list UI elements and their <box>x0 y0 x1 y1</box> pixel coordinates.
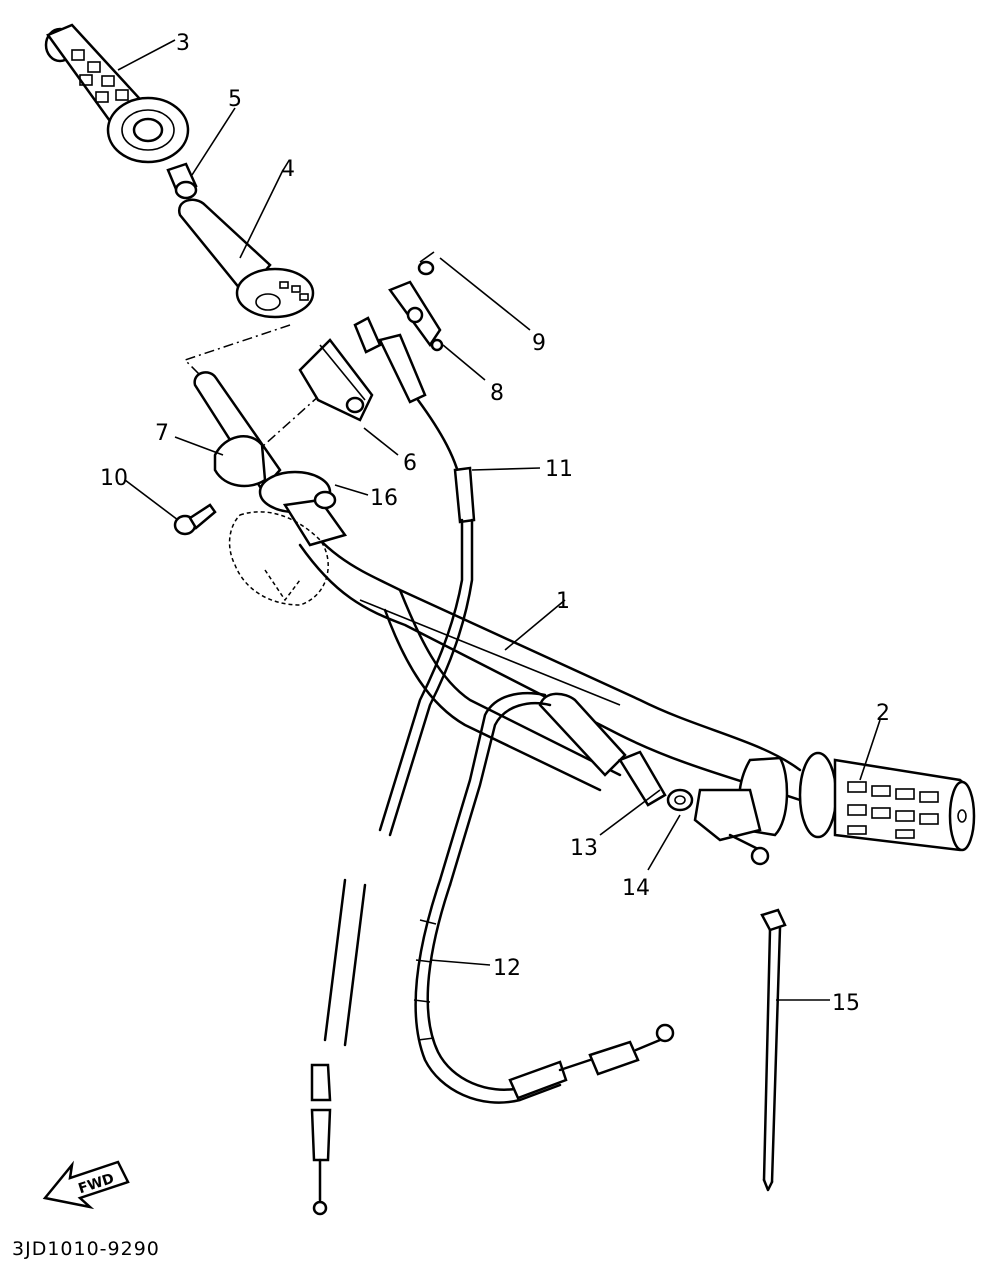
callout-14: 14 <box>622 876 650 901</box>
callout-16: 16 <box>370 486 398 511</box>
callout-9: 9 <box>532 331 546 356</box>
throttle-housing <box>193 371 348 606</box>
cover-part-7 <box>213 435 267 488</box>
nut-part-14 <box>666 788 694 812</box>
alignment-line <box>183 324 291 381</box>
callout-13: 13 <box>570 836 598 861</box>
housing-cap-part-6 <box>298 338 374 422</box>
leader-lines <box>117 39 881 1001</box>
callout-10: 10 <box>100 466 128 491</box>
callout-3: 3 <box>176 31 190 56</box>
throttle-tube-part-4 <box>177 198 315 319</box>
callout-15: 15 <box>832 991 860 1016</box>
diagram-code: 3JD1010-9290 <box>12 1238 160 1260</box>
lever-holder <box>693 756 789 866</box>
left-grip-part-3 <box>44 23 190 164</box>
callout-7: 7 <box>155 421 169 446</box>
callout-labels: 1 2 3 4 5 6 7 8 9 10 11 12 13 14 15 16 <box>100 31 890 1016</box>
cable-tie-part-15 <box>760 908 787 1192</box>
right-grip-part-2 <box>798 751 976 852</box>
lever-part-9 <box>417 251 435 276</box>
handlebar-part-1 <box>288 503 802 802</box>
adjuster-part-13 <box>618 750 667 807</box>
fwd-arrow-icon: FWD <box>42 1160 130 1210</box>
screw-part-10 <box>173 503 217 536</box>
callout-4: 4 <box>281 157 295 182</box>
collar-part-5 <box>166 162 198 200</box>
callout-1: 1 <box>556 589 570 614</box>
cable-part-11 <box>310 316 476 1216</box>
callout-8: 8 <box>490 381 504 406</box>
callout-12: 12 <box>493 956 521 981</box>
callout-6: 6 <box>403 451 417 476</box>
lever-part-8 <box>388 280 444 352</box>
callout-5: 5 <box>228 87 242 112</box>
callout-11: 11 <box>545 457 573 482</box>
cable-part-12 <box>413 691 675 1104</box>
callout-2: 2 <box>876 701 890 726</box>
